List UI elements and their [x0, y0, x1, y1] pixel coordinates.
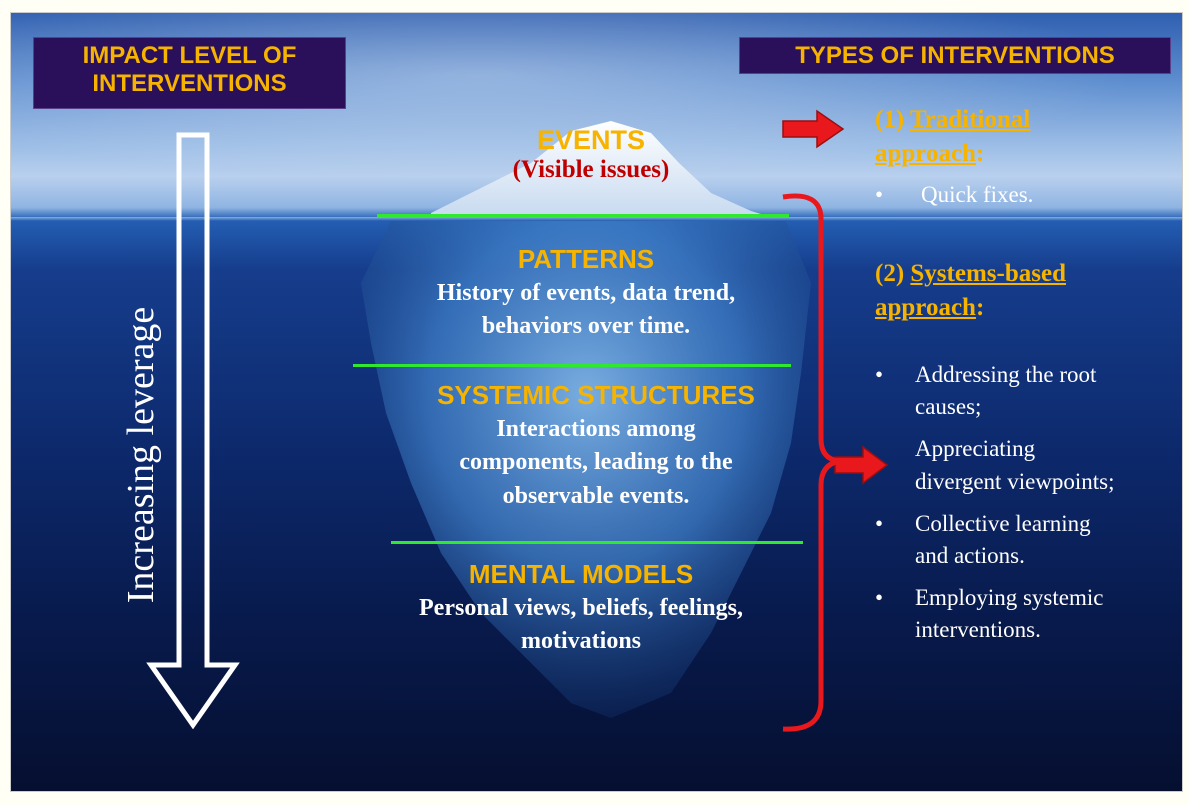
right-arrow-icon: [782, 109, 845, 149]
systemic-structures-line2: components, leading to the: [459, 449, 733, 476]
divider-line: [353, 364, 791, 367]
colon: :: [975, 293, 985, 321]
patterns-title: PATTERNS: [517, 244, 655, 274]
mental-models-line1: Personal views, beliefs, feelings,: [419, 594, 743, 621]
bullet-icon: •: [875, 182, 884, 207]
types-of-interventions-title: TYPES OF INTERVENTIONS: [795, 42, 1115, 69]
bracket-icon: [782, 193, 840, 732]
bullet-icon: •: [875, 585, 884, 611]
water-surface: [11, 217, 1182, 221]
systems-approach-word: approach: [875, 293, 976, 321]
down-arrow-icon: [146, 132, 240, 729]
iceberg-underwater: [361, 221, 811, 718]
systems-number: (2): [875, 260, 905, 287]
systemic-structures-title: SYSTEMIC STRUCTURES: [437, 380, 755, 410]
systems-based-word: Systems-based: [910, 260, 1066, 287]
item-line: Employing systemic: [915, 585, 1104, 611]
traditional-approach-word: approach: [875, 139, 976, 167]
impact-level-line1: IMPACT LEVEL OF: [82, 42, 297, 69]
impact-level-line2: INTERVENTIONS: [92, 69, 287, 97]
systemic-structures-level: SYSTEMIC STRUCTURES Interactions among c…: [386, 379, 806, 514]
patterns-line2: behaviors over time.: [481, 313, 691, 340]
divider-line: [391, 541, 803, 544]
item-line: causes;: [915, 394, 982, 420]
item-line: Collective learning: [915, 510, 1091, 536]
right-arrow-icon: [834, 445, 889, 485]
list-item: • Addressing the root causes;: [875, 359, 1175, 423]
events-title: EVENTS: [536, 125, 646, 155]
mental-models-level: MENTAL MODELS Personal views, beliefs, f…: [341, 558, 821, 659]
list-item: • Employing systemic interventions.: [875, 582, 1175, 646]
traditional-list: • Quick fixes.: [875, 179, 1175, 211]
item-line: Addressing the root: [915, 362, 1097, 387]
item-line: divergent viewpoints;: [915, 468, 1115, 494]
colon: :: [975, 139, 985, 167]
iceberg-tip: [431, 121, 771, 217]
traditional-number: (1): [875, 106, 905, 133]
systemic-structures-line3: observable events.: [502, 482, 690, 509]
systemic-structures-line1: Interactions among: [496, 415, 696, 442]
list-item: • Quick fixes.: [875, 179, 1175, 211]
bullet-icon: •: [875, 362, 884, 387]
impact-level-box: IMPACT LEVEL OF INTERVENTIONS: [33, 37, 346, 109]
item-line: and actions.: [915, 542, 1025, 568]
types-of-interventions-box: TYPES OF INTERVENTIONS: [739, 37, 1171, 74]
list-item: • Collective learning and actions.: [875, 508, 1175, 572]
traditional-word: Traditional: [909, 106, 1031, 133]
quick-fixes-text: Quick fixes.: [921, 182, 1034, 207]
mental-models-line2: motivations: [521, 628, 641, 655]
events-subtitle: (Visible issues): [512, 156, 670, 183]
systems-list: • Addressing the root causes; Appreciating…: [875, 359, 1175, 647]
systems-approach-heading: (2) Systems-based approach:: [875, 257, 1175, 325]
traditional-approach-heading: (1) Traditional approach:: [875, 103, 1175, 171]
iceberg-graphic: [361, 121, 811, 718]
events-level: EVENTS (Visible issues): [391, 125, 791, 184]
mental-models-title: MENTAL MODELS: [468, 559, 694, 589]
patterns-line1: History of events, data trend,: [436, 279, 736, 306]
increasing-leverage-label: Increasing leverage: [120, 306, 162, 604]
list-item: Appreciating divergent viewpoints;: [875, 433, 1175, 497]
item-line: interventions.: [915, 617, 1041, 643]
patterns-level: PATTERNS History of events, data trend, …: [356, 243, 816, 344]
item-line: Appreciating: [915, 436, 1036, 462]
bullet-icon: •: [875, 510, 884, 536]
iceberg-diagram: IMPACT LEVEL OF INTERVENTIONS TYPES OF I…: [10, 12, 1183, 792]
divider-line: [377, 214, 789, 217]
